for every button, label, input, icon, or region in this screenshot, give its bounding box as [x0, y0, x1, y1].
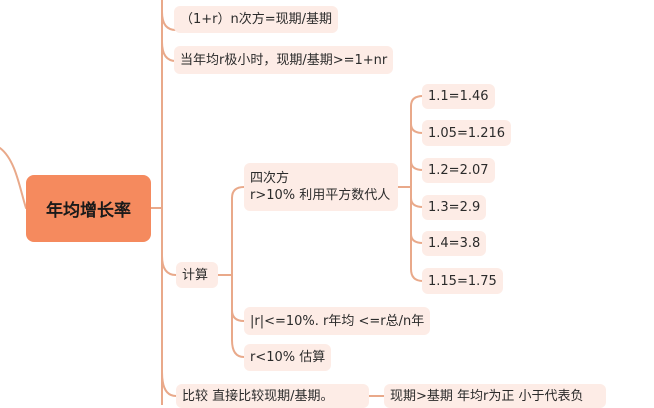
node-small-r[interactable]: 当年均r极小时，现期/基期>=1+nr	[174, 46, 394, 74]
connector-calc	[161, 255, 177, 276]
connector-sq-4	[410, 197, 424, 208]
connector-fourth	[231, 186, 245, 199]
node-power-formula[interactable]: （1+r）n次方=现期/基期	[174, 6, 339, 33]
connector-sq-2	[410, 123, 424, 134]
node-fourth-power-line1: 四次方	[250, 171, 290, 186]
connector-sq-1	[410, 95, 424, 107]
square-value-2[interactable]: 1.05=1.216	[422, 120, 512, 146]
node-estimate[interactable]: r<10% 估算	[244, 344, 332, 371]
square-value-3[interactable]: 1.2=2.07	[422, 158, 495, 183]
connector-power	[161, 11, 177, 31]
connector-small-r	[161, 41, 177, 62]
node-compare-child[interactable]: 现期>基期 年均r为正 小于代表负	[384, 384, 606, 408]
node-fourth-power-line2: r>10% 利用平方数代人	[250, 188, 391, 203]
node-compare[interactable]: 比较 直接比较现期/基期。	[176, 384, 369, 408]
connector-sq-3	[410, 160, 424, 171]
connector-compare	[161, 371, 177, 397]
square-value-5[interactable]: 1.4=3.8	[422, 231, 487, 256]
node-abs-r[interactable]: |r|<=10%. r年均 <=r总/n年	[244, 307, 431, 335]
root-node[interactable]: 年均增长率	[26, 175, 151, 242]
square-value-4[interactable]: 1.3=2.9	[422, 195, 487, 220]
connector-abs-r	[231, 309, 245, 322]
connector-sq-5	[410, 233, 424, 244]
node-calc[interactable]: 计算	[176, 262, 218, 288]
node-fourth-power[interactable]: 四次方 r>10% 利用平方数代人	[244, 163, 398, 211]
square-value-6[interactable]: 1.15=1.75	[422, 268, 503, 294]
connector-root-left	[0, 147, 27, 209]
square-value-1[interactable]: 1.1=1.46	[422, 84, 495, 109]
connector-estimate	[231, 339, 245, 358]
connector-sq-6	[410, 268, 424, 282]
